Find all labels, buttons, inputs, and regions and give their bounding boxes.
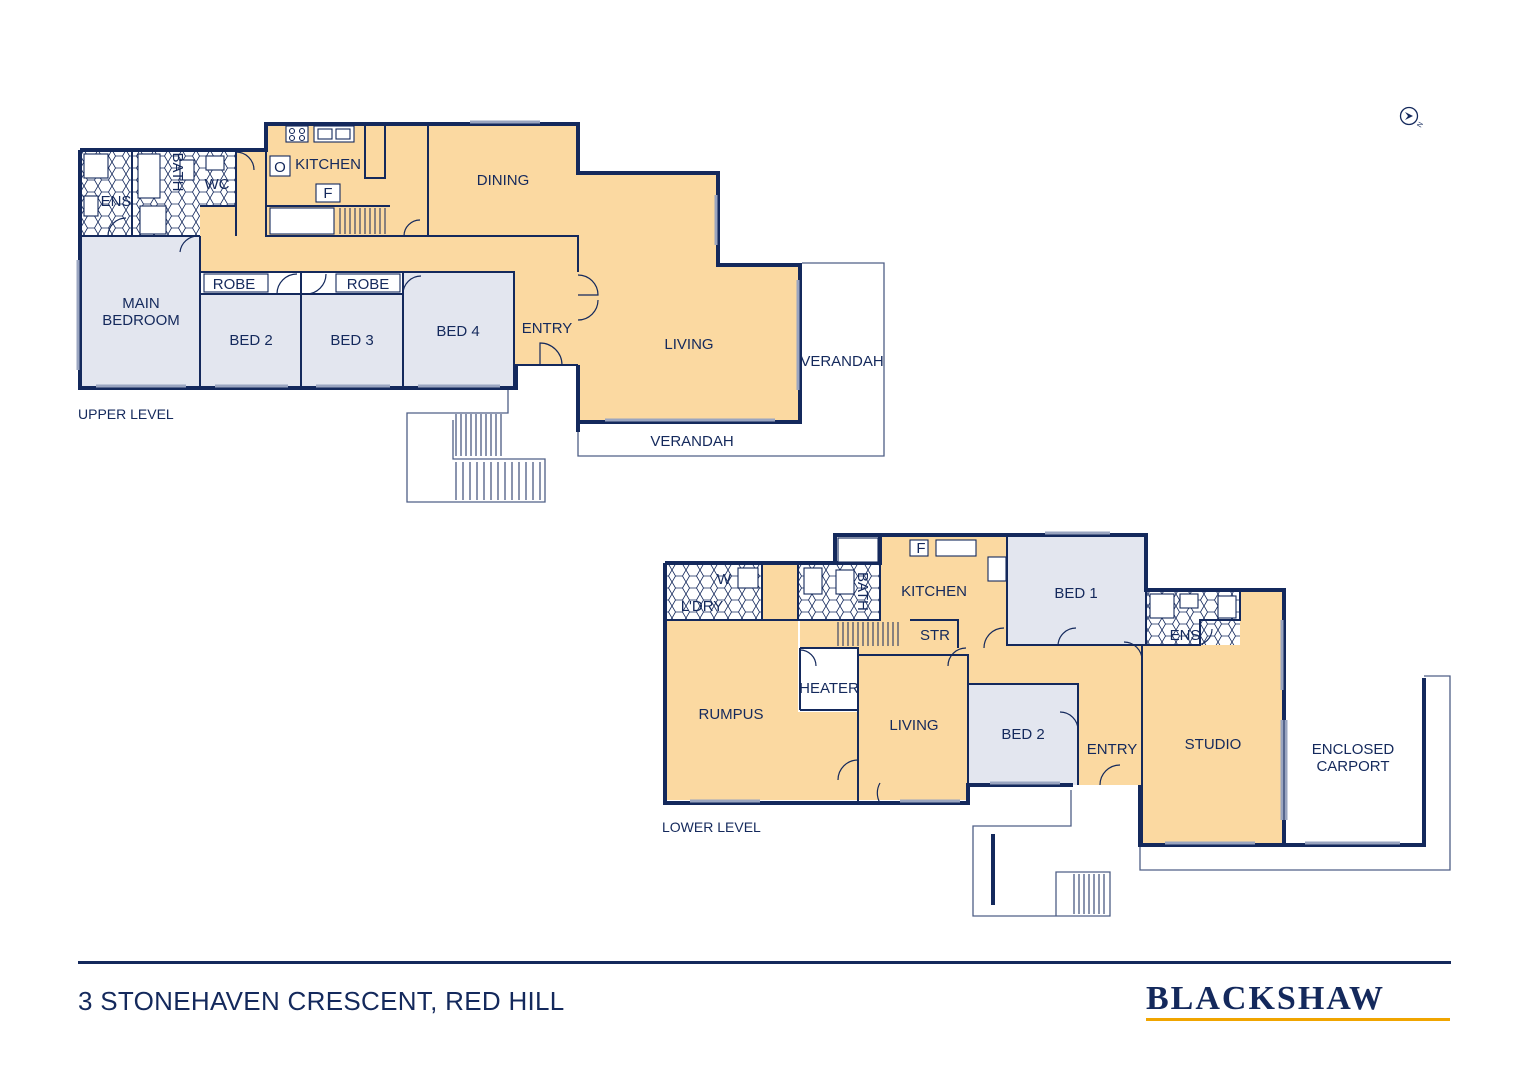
upper-fridge-label: F	[323, 185, 332, 202]
agency-logo: BLACKSHAW	[1146, 980, 1386, 1017]
lower-interior-walls	[665, 535, 1241, 845]
agency-logo-underline	[1146, 1018, 1450, 1021]
upper-front-stair-outline	[406, 390, 546, 503]
lower-level-label: LOWER LEVEL	[662, 819, 761, 835]
lower-kitchen-label: KITCHEN	[901, 583, 967, 600]
upper-verandah-front-label: VERANDAH	[650, 433, 733, 450]
upper-bath-label: BATH	[169, 153, 186, 192]
lower-carport-label-1: ENCLOSED	[1312, 741, 1395, 758]
upper-internal-stair	[339, 208, 386, 234]
lower-level: L'DRY W BATH F KITCHEN STR BED 1 ENS HEA…	[662, 531, 1451, 917]
lower-stair-treads	[1073, 874, 1105, 914]
footer-divider	[78, 961, 1451, 964]
upper-kitchen-label: KITCHEN	[295, 156, 361, 173]
lower-ldry-label: L'DRY	[681, 598, 724, 615]
lower-str-label: STR	[920, 627, 950, 644]
upper-main-bedroom-label-2: BEDROOM	[102, 312, 180, 329]
upper-main-bedroom-label-1: MAIN	[122, 295, 160, 312]
upper-robe-label-2: ROBE	[347, 276, 390, 293]
upper-oven-label: O	[274, 159, 286, 176]
north-arrow-icon: N	[1399, 106, 1423, 129]
lower-bed2-fill	[968, 684, 1078, 785]
property-address: 3 STONEHAVEN CRESCENT, RED HILL	[78, 986, 565, 1016]
upper-stair-treads	[455, 414, 541, 500]
lower-rumpus-upper-fill	[762, 565, 798, 620]
upper-exterior-wall	[78, 122, 802, 432]
upper-wc-label: WC	[205, 176, 230, 193]
upper-living-label: LIVING	[664, 336, 713, 353]
upper-dining-label: DINING	[477, 172, 530, 189]
lower-living-label: LIVING	[889, 717, 938, 734]
upper-robe-1	[203, 273, 269, 293]
upper-doors	[107, 151, 599, 366]
lower-entry-label: ENTRY	[1087, 741, 1138, 758]
upper-entry-label: ENTRY	[522, 320, 573, 337]
upper-verandah-outline	[577, 262, 885, 457]
upper-robe-2	[335, 273, 401, 293]
lower-bed1-label: BED 1	[1054, 585, 1097, 602]
lower-front-deck-outline	[972, 675, 1451, 917]
lower-bed1-fill	[1007, 535, 1146, 645]
lower-ens-label: ENS	[1170, 627, 1201, 644]
lower-heater-label: HEATER	[799, 680, 859, 697]
upper-windows	[76, 120, 800, 422]
upper-wet-area-fixtures	[83, 153, 225, 235]
lower-internal-stair	[837, 622, 899, 646]
lower-doors	[799, 627, 1213, 804]
lower-bath-label: BATH	[854, 572, 871, 611]
upper-bed2-label: BED 2	[229, 332, 272, 349]
lower-washer-label: W	[717, 571, 732, 588]
lower-bed2-label: BED 2	[1001, 726, 1044, 743]
upper-kitchen-fixtures	[269, 125, 355, 235]
upper-ens-label: ENS	[101, 193, 132, 210]
upper-hall-fill	[200, 150, 578, 365]
lower-rumpus-fill	[665, 620, 858, 800]
upper-entry-fill	[514, 272, 578, 365]
lower-carport-wall	[1284, 678, 1426, 847]
upper-bed3-label: BED 3	[330, 332, 373, 349]
upper-verandah-side-label: VERANDAH	[800, 353, 883, 370]
lower-rumpus-label: RUMPUS	[698, 706, 763, 723]
upper-interior-walls	[80, 124, 579, 388]
upper-living-fill	[578, 173, 800, 422]
lower-living-fill	[858, 648, 968, 800]
upper-bed2-fill	[200, 294, 301, 386]
upper-bed4-fill	[403, 272, 514, 386]
lower-windows	[690, 531, 1400, 845]
lower-heater-fill	[800, 648, 858, 710]
lower-studio-label: STUDIO	[1185, 736, 1242, 753]
lower-studio-fill	[1142, 590, 1284, 845]
lower-carport-label-2: CARPORT	[1316, 758, 1389, 775]
north-label: N	[1416, 121, 1423, 129]
lower-hall-fill	[800, 620, 1142, 785]
upper-main-bedroom-fill	[80, 236, 200, 388]
lower-fridge-label: F	[916, 540, 925, 557]
lower-fixtures	[737, 537, 1237, 619]
upper-bed3-fill	[301, 294, 403, 386]
upper-robe-label-1: ROBE	[213, 276, 256, 293]
upper-level: KITCHEN DINING O F WC ENS BATH MAIN BEDR…	[76, 120, 885, 503]
upper-level-label: UPPER LEVEL	[78, 406, 174, 422]
upper-bed4-label: BED 4	[436, 323, 479, 340]
